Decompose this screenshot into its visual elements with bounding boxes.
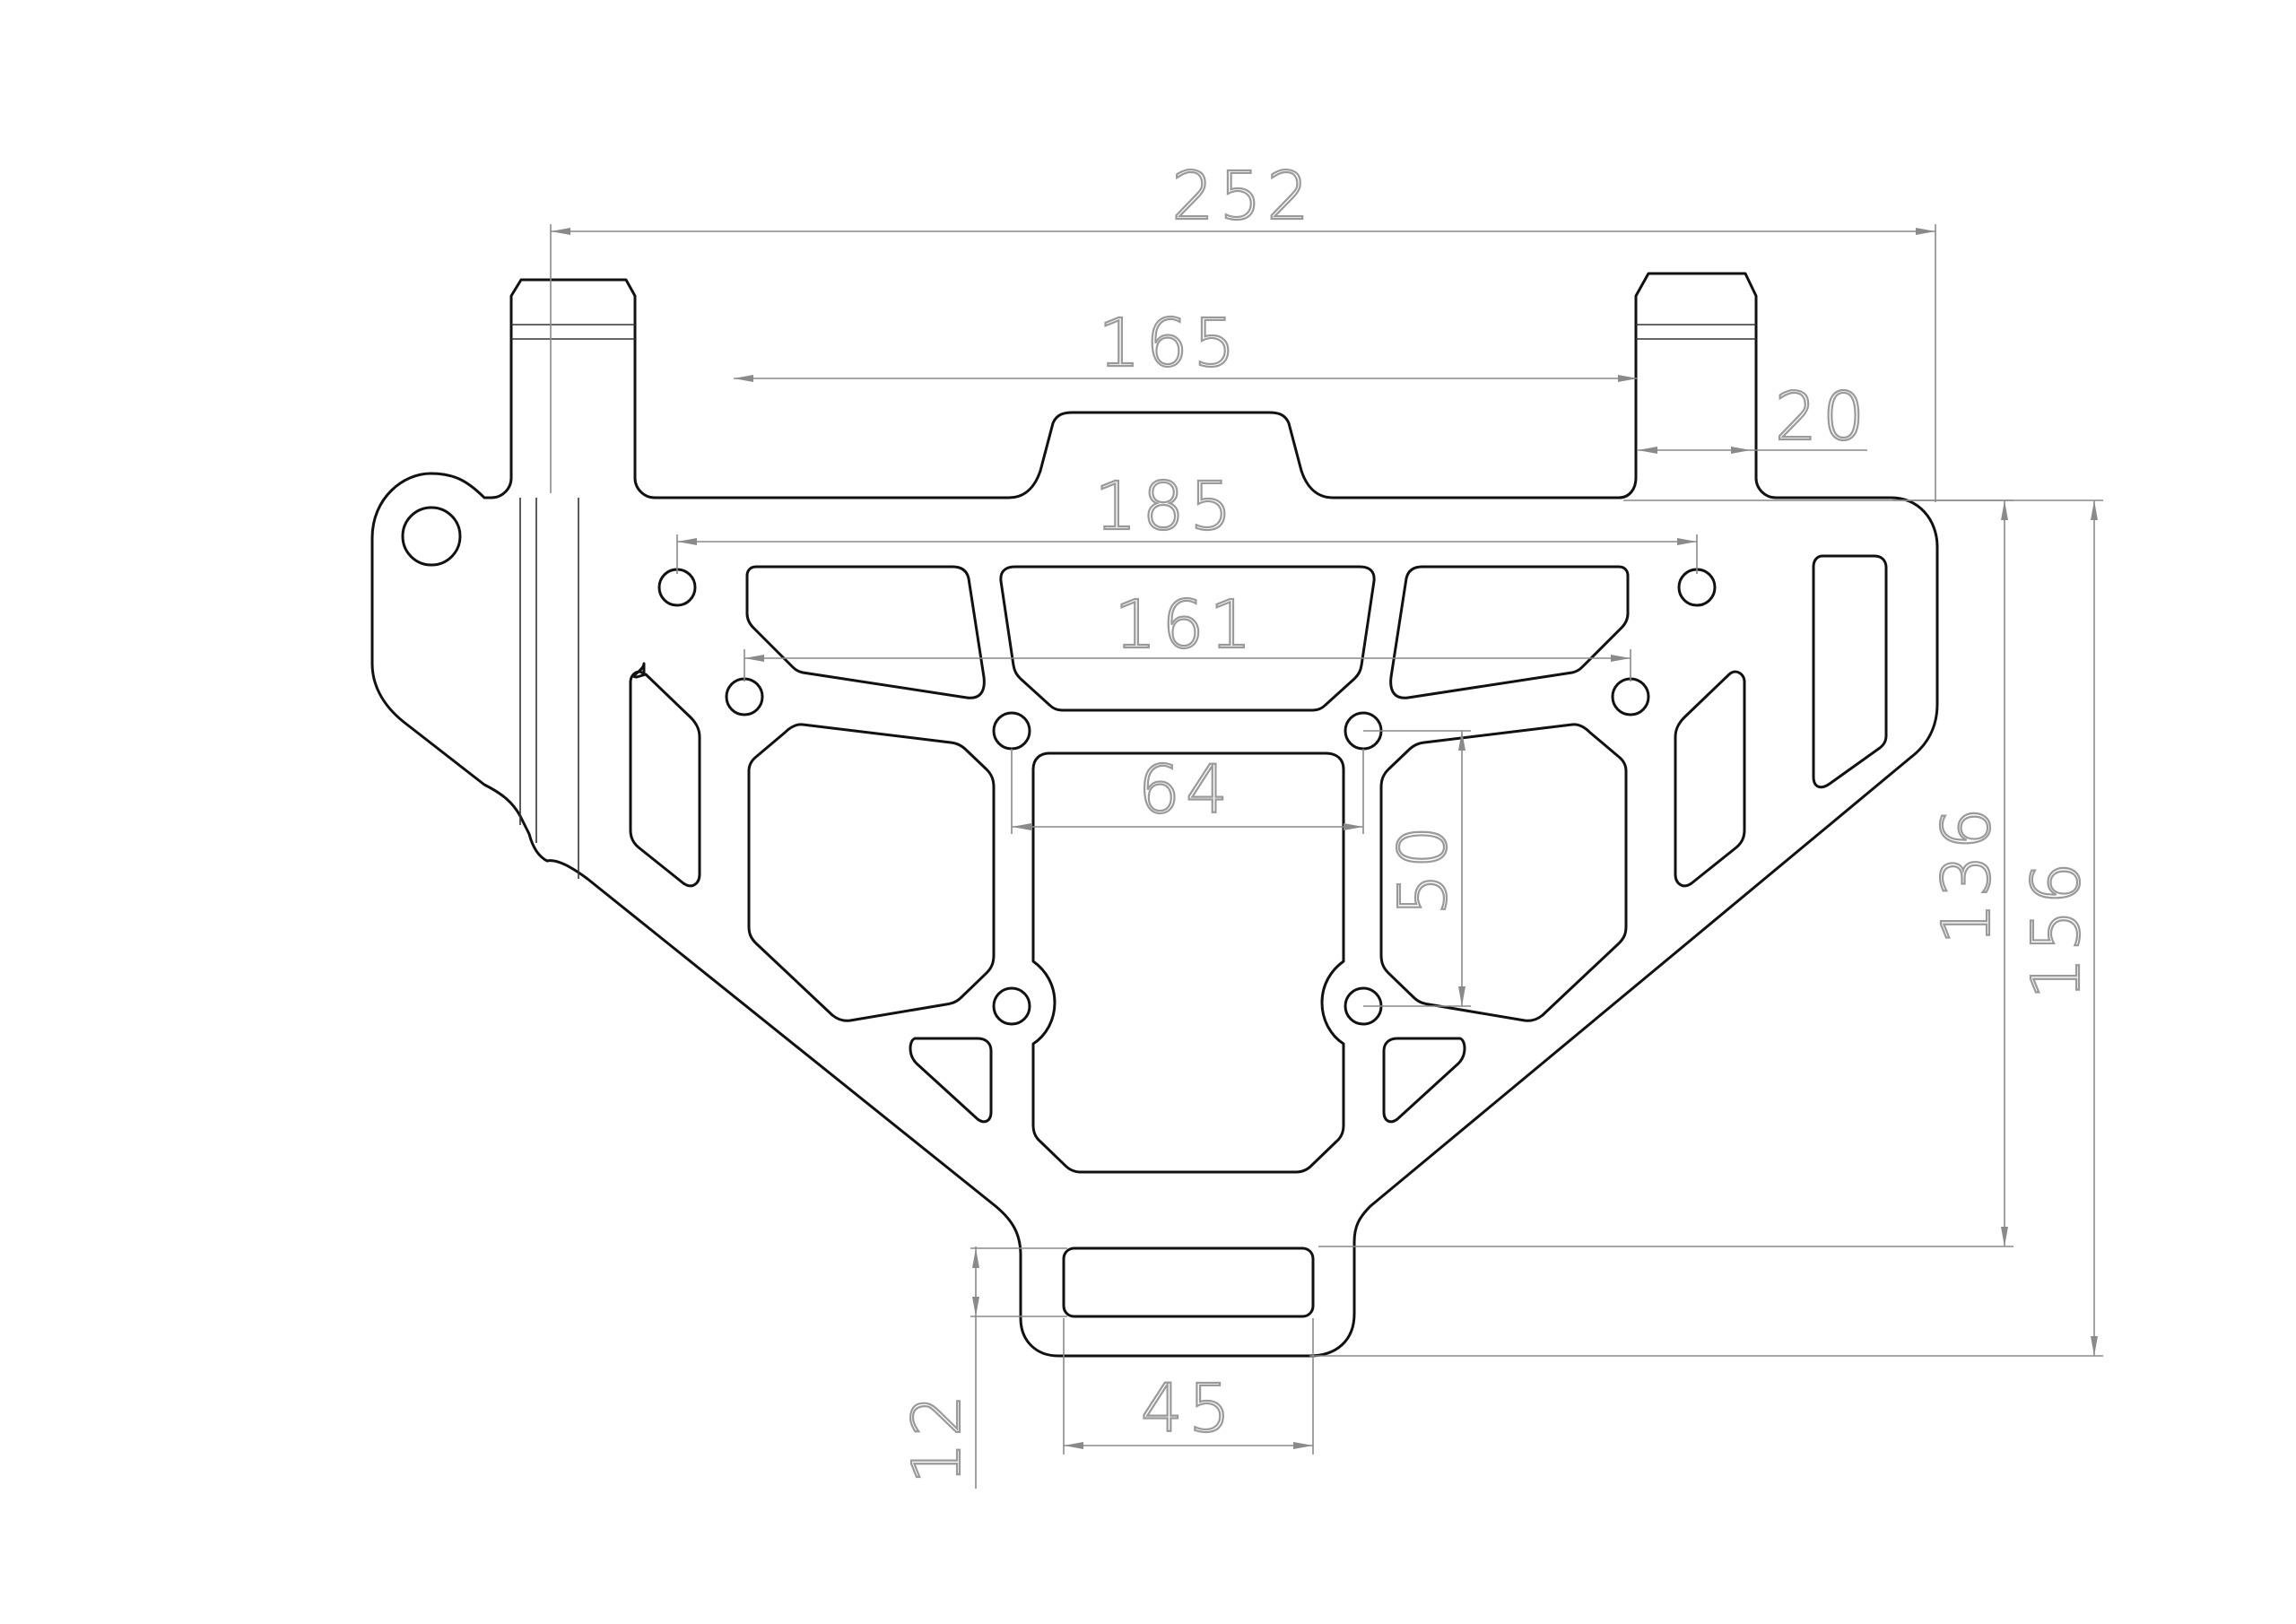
dimension-label-height-to-tab: 136: [1928, 802, 2005, 944]
bracket-outline: [370, 272, 1939, 1358]
dimensions: 252 165 20 185: [550, 157, 2103, 1489]
center-hole-top-left: [992, 711, 1031, 751]
dimension-label-overall-width: 252: [1171, 158, 1314, 235]
dimension-center-hole-spacing: 64: [1011, 749, 1364, 834]
dimension-height-to-tab: 136: [1318, 499, 2013, 1247]
dimension-label-overall-height: 156: [2018, 856, 2095, 999]
dimension-label-outer-hole-spacing: 185: [1094, 468, 1237, 545]
bracket-part: [370, 272, 1939, 1358]
far-right-slot: [1812, 554, 1888, 789]
bottom-slot: [1062, 1246, 1315, 1318]
side-slot-left: [629, 662, 701, 888]
dimension-outer-hole-spacing: 185: [676, 467, 1698, 574]
cutout-mid-right: [1379, 723, 1628, 1022]
center-hole-bottom-left: [992, 986, 1031, 1026]
cutout-mid-left: [747, 723, 996, 1022]
dimension-label-center-hole-spacing: 64: [1138, 751, 1233, 829]
side-slot-right: [1674, 670, 1746, 888]
dimension-label-slot-height: 12: [899, 1389, 976, 1484]
dimension-tab-width: 20: [1638, 378, 1870, 456]
triangle-cutout-left: [909, 1037, 993, 1124]
dimension-inner-hole-spacing: 161: [744, 586, 1631, 682]
inner-hole-right: [1611, 677, 1650, 716]
dimension-overall-width: 252: [550, 157, 1936, 502]
dimension-overall-height: 156: [1309, 499, 2103, 1357]
dimension-label-inner-hole-spacing: 161: [1114, 586, 1257, 664]
dimension-label-slot-width: 45: [1141, 1370, 1236, 1447]
cutout-top-right: [1389, 565, 1630, 699]
left-ear-hole: [401, 506, 462, 567]
cutout-mid-center: [1031, 751, 1345, 1174]
cutout-top-left: [745, 565, 986, 699]
outer-hole-right: [1677, 568, 1717, 607]
triangle-cutout-right: [1382, 1037, 1466, 1124]
dimension-label-tab-width: 20: [1775, 378, 1870, 456]
dimension-label-center-hole-vertical: 50: [1385, 821, 1462, 916]
outer-hole-left: [657, 568, 697, 607]
dimension-slot-height: 12: [898, 1246, 1067, 1489]
dimension-tab-spacing: 165: [734, 304, 1638, 383]
inner-hole-left: [725, 677, 764, 716]
cutout-top-center: [999, 565, 1376, 712]
dimension-center-hole-vertical: 50: [1363, 730, 1471, 1007]
dimension-slot-width: 45: [1063, 1318, 1314, 1455]
dimension-label-tab-spacing: 165: [1098, 305, 1240, 382]
